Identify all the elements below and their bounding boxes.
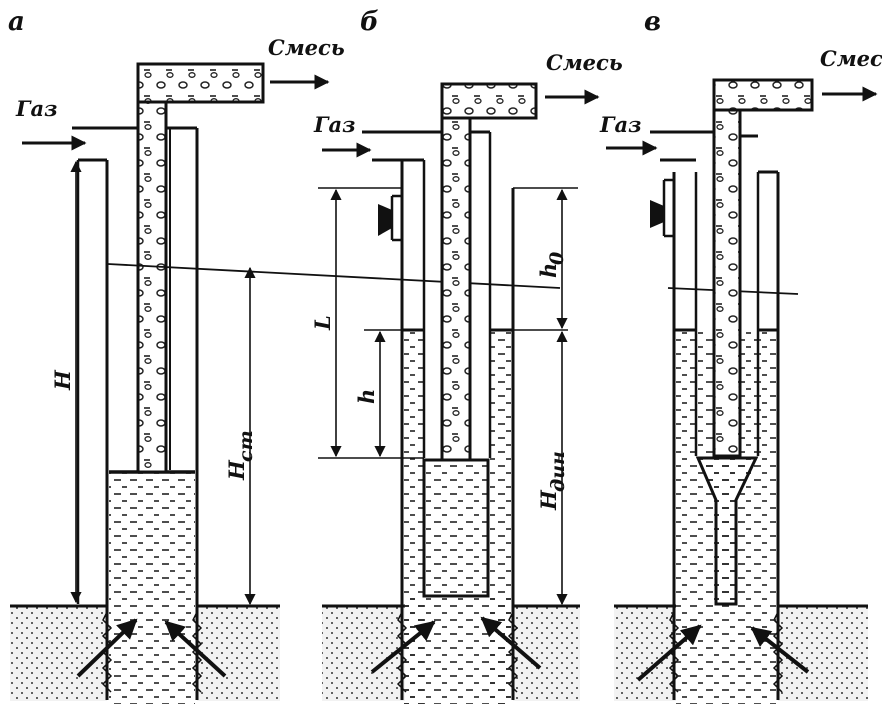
panel-letter-b: б [360, 7, 379, 37]
panel-letter-a: a [8, 7, 25, 37]
gas-label-b: Газ [313, 112, 356, 137]
outlet-pipe-c [712, 78, 814, 112]
label-L: L [310, 315, 335, 331]
label-h: h [354, 389, 379, 404]
svg-text:ст: ст [235, 430, 257, 462]
svg-text:0: 0 [546, 252, 568, 265]
svg-text:дин: дин [547, 451, 569, 492]
panel-letter-c: в [644, 7, 661, 37]
gas-label-c: Газ [599, 112, 642, 137]
liquid-column-a [109, 472, 195, 704]
outlet-pipe-a [136, 62, 265, 104]
mix-label-a: Смесь [268, 35, 345, 60]
chamber-b [422, 458, 490, 598]
soil-left-b [322, 606, 405, 701]
svg-text:H: H [536, 489, 561, 511]
valve-b [378, 204, 392, 236]
label-H: H [50, 369, 75, 391]
static-level-line [107, 263, 561, 289]
svg-text:h: h [536, 263, 561, 278]
valve-c [650, 200, 664, 228]
panel-c: в Газ Смесі [599, 7, 882, 704]
gas-label-a: Газ [15, 96, 58, 121]
soil-left-a [10, 606, 107, 701]
outlet-pipe-b [440, 82, 538, 120]
svg-text:H: H [224, 459, 249, 481]
label-Hdin: H дин [536, 451, 569, 511]
soil-right-c [778, 606, 868, 701]
panel-a: a Газ Смесь H H ст [8, 7, 345, 704]
mix-label-b: Смесь [546, 50, 623, 75]
label-h0: h 0 [536, 252, 568, 278]
panel-b: б Газ Смесь L h h 0 H дин [310, 7, 623, 704]
mix-label-c: Смесі [820, 46, 882, 71]
soil-right-a [197, 606, 280, 701]
funnel-c [695, 456, 759, 606]
label-Hst: H ст [224, 430, 257, 481]
